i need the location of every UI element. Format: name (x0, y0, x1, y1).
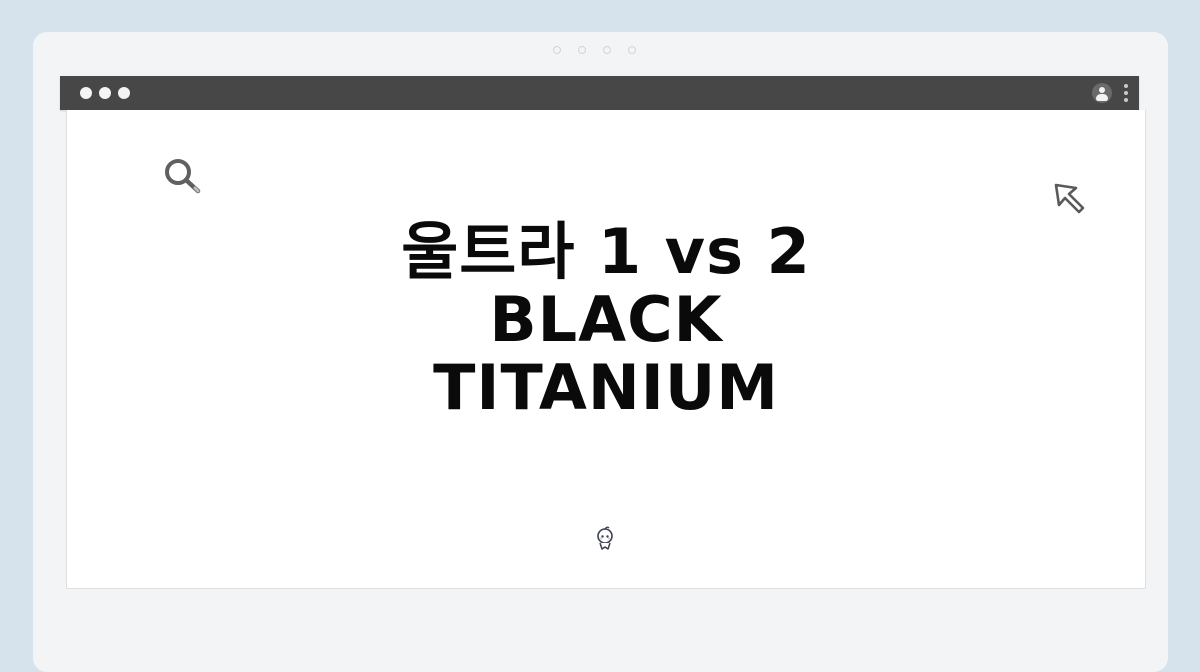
user-avatar-icon[interactable] (1092, 83, 1112, 103)
title-line-2: BLACK (489, 283, 723, 356)
window-control-dot-1[interactable] (80, 87, 92, 99)
page-dot-2[interactable] (578, 46, 586, 54)
cursor-arrow-icon (1054, 183, 1085, 214)
page-indicator (553, 46, 636, 54)
window-control-dot-2[interactable] (99, 87, 111, 99)
kebab-menu-icon[interactable] (1124, 84, 1128, 102)
window-control-dot-3[interactable] (118, 87, 130, 99)
title-line-3: TITANIUM (433, 351, 779, 424)
window-titlebar (60, 76, 1139, 110)
mascot-icon (597, 526, 613, 550)
page-dot-1[interactable] (553, 46, 561, 54)
page-title: 울트라 1 vs 2 BLACK TITANIUM (67, 218, 1145, 422)
content-frame: 울트라 1 vs 2 BLACK TITANIUM (66, 110, 1146, 589)
page-dot-4[interactable] (628, 46, 636, 54)
browser-card: 울트라 1 vs 2 BLACK TITANIUM (33, 32, 1168, 672)
page-dot-3[interactable] (603, 46, 611, 54)
search-icon (165, 159, 201, 194)
window-controls (80, 87, 130, 99)
title-line-1: 울트라 1 vs 2 (401, 215, 811, 288)
